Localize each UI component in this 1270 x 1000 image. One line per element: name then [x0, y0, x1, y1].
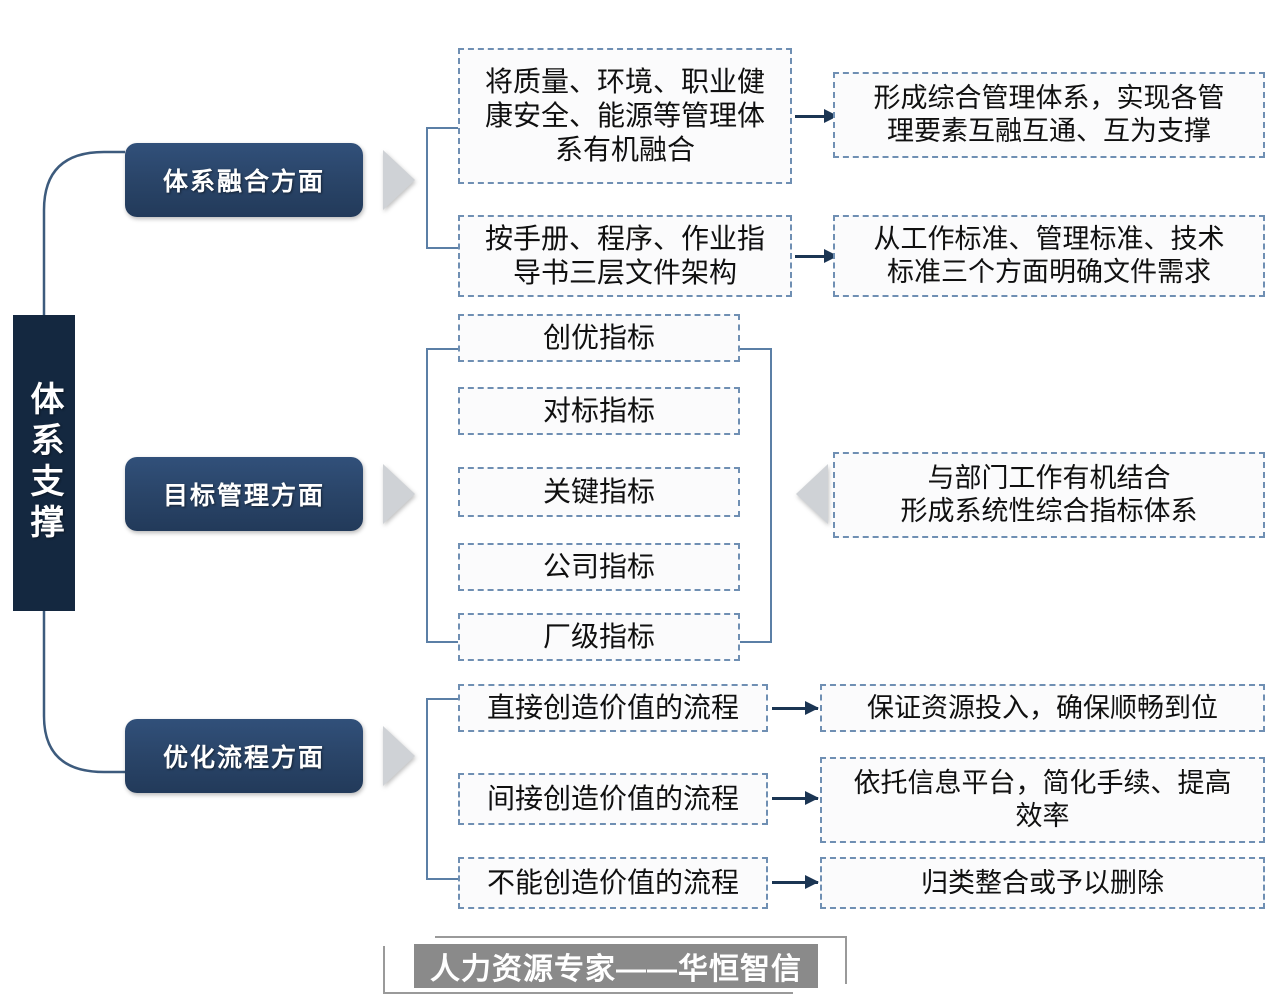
category-arrow-icon	[383, 464, 415, 524]
watermark-text: 人力资源专家——华恒智信	[430, 953, 802, 986]
line-1: 保证资源投入，确保顺畅到位	[867, 692, 1218, 723]
arrow-process-3	[772, 875, 819, 889]
line-2: 理要素互融互通、互为支撑	[887, 116, 1211, 146]
line-2: 效率	[1015, 801, 1070, 831]
box-system-integration-target-1: 形成综合管理体系，实现各管 理要素互融互通、互为支撑	[833, 72, 1265, 158]
box-process-target-1: 保证资源投入，确保顺畅到位	[820, 684, 1265, 732]
indicator-label: 关键指标	[542, 475, 655, 507]
line-1: 按手册、程序、作业指	[484, 222, 765, 254]
box-system-integration-source-1	[458, 48, 792, 184]
bracket-process-optimization	[426, 698, 458, 880]
arrow-system-integration-1	[795, 109, 838, 123]
line-1: 归类整合或予以删除	[921, 867, 1164, 898]
box-process-source-1: 直接创造价值的流程	[458, 684, 768, 732]
box-system-integration-target-2: 从工作标准、管理标准、技术 标准三个方面明确文件需求	[833, 215, 1265, 297]
box-indicator-5: 厂级指标	[458, 613, 740, 661]
process-label: 不能创造价值的流程	[486, 866, 739, 898]
line-1: 将质量、环境、职业健	[484, 65, 765, 97]
arrow-process-2	[772, 791, 819, 805]
watermark-frame-right	[435, 936, 847, 984]
indicator-label: 厂级指标	[542, 620, 655, 652]
line-3: 系有机融合	[554, 134, 695, 166]
box-indicator-1: 创优指标	[458, 314, 740, 362]
category-label: 目标管理方面	[162, 482, 325, 510]
box-process-target-3: 归类整合或予以删除	[820, 857, 1265, 909]
line-2: 导书三层文件架构	[512, 257, 737, 288]
line-1: 形成综合管理体系，实现各管	[873, 83, 1225, 114]
line-1: 与部门工作有机结合	[927, 463, 1171, 494]
line-2: 标准三个方面明确文件需求	[887, 257, 1211, 287]
category-process-optimization[interactable]: 优化流程方面	[125, 719, 363, 793]
category-arrow-icon	[383, 726, 415, 786]
pillar-system-support: 体系支撑	[13, 315, 75, 611]
line-2: 康安全、能源等管理体	[484, 99, 765, 131]
indicator-label: 创优指标	[542, 321, 655, 353]
arrow-system-integration-2	[795, 249, 838, 263]
box-indicator-4: 公司指标	[458, 543, 740, 591]
process-label: 直接创造价值的流程	[486, 691, 739, 723]
box-system-integration-source-2: 按手册、程序、作业指 导书三层文件架构	[458, 215, 792, 297]
box-indicator-3: 关键指标	[458, 467, 740, 517]
process-label: 间接创造价值的流程	[486, 782, 739, 814]
indicator-label: 对标指标	[542, 394, 655, 426]
box-process-source-2: 间接创造价值的流程	[458, 773, 768, 825]
watermark-frame-left	[383, 946, 793, 994]
watermark-band: 人力资源专家——华恒智信	[414, 944, 818, 988]
line-1: 从工作标准、管理标准、技术	[873, 224, 1225, 255]
category-system-integration[interactable]: 体系融合方面	[125, 143, 363, 217]
line-1: 依托信息平台，简化手续、提高	[853, 768, 1232, 799]
box-system-integration-source-1-text: 将质量、环境、职业健 康安全、能源等管理体 系有机融合	[458, 48, 792, 184]
category-label: 体系融合方面	[162, 168, 325, 196]
box-process-target-2: 依托信息平台，简化手续、提高 效率	[820, 757, 1265, 843]
bracket-goal-indicators-right	[740, 348, 772, 643]
category-arrow-icon	[383, 150, 415, 210]
indicator-label: 公司指标	[542, 550, 655, 582]
box-process-source-3: 不能创造价值的流程	[458, 857, 768, 909]
category-label: 优化流程方面	[162, 744, 325, 772]
pillar-label: 体系支撑	[25, 381, 63, 545]
line-2: 形成系统性综合指标体系	[900, 496, 1198, 526]
bracket-goal-indicators-left	[426, 348, 458, 643]
bracket-system-integration	[426, 127, 458, 249]
goal-summary-arrow-icon	[796, 464, 828, 524]
box-indicator-2: 对标指标	[458, 387, 740, 435]
category-goal-management[interactable]: 目标管理方面	[125, 457, 363, 531]
arrow-process-1	[772, 701, 819, 715]
watermark: 人力资源专家——华恒智信	[383, 936, 849, 996]
box-goal-summary: 与部门工作有机结合 形成系统性综合指标体系	[833, 452, 1265, 538]
